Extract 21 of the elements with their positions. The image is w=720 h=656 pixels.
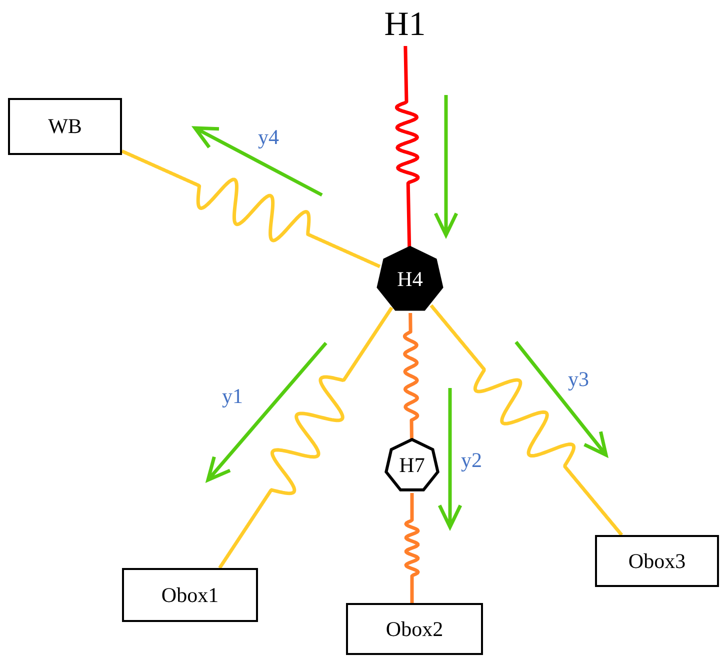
node-label: Obox1 [161,582,219,608]
spring-connector [394,45,420,248]
process-box [595,535,719,587]
variable-label: y4 [258,125,279,150]
node-label: H4 [397,266,423,292]
variable-label: y1 [222,384,243,409]
node-label: Obox3 [628,548,686,574]
node-label: Obox2 [386,616,444,642]
process-box [8,98,122,155]
process-box [122,568,258,622]
node-label: H1 [384,6,426,44]
spring-connector [402,312,420,440]
variable-label: y2 [461,448,482,473]
spring-connector [121,150,381,268]
node-label: WB [48,114,82,139]
spring-connector [218,306,394,569]
process-box [346,603,483,655]
variable-label: y3 [568,367,589,392]
spring-connector [430,304,624,536]
spring-connector [404,492,420,604]
node-label: H7 [399,452,425,478]
